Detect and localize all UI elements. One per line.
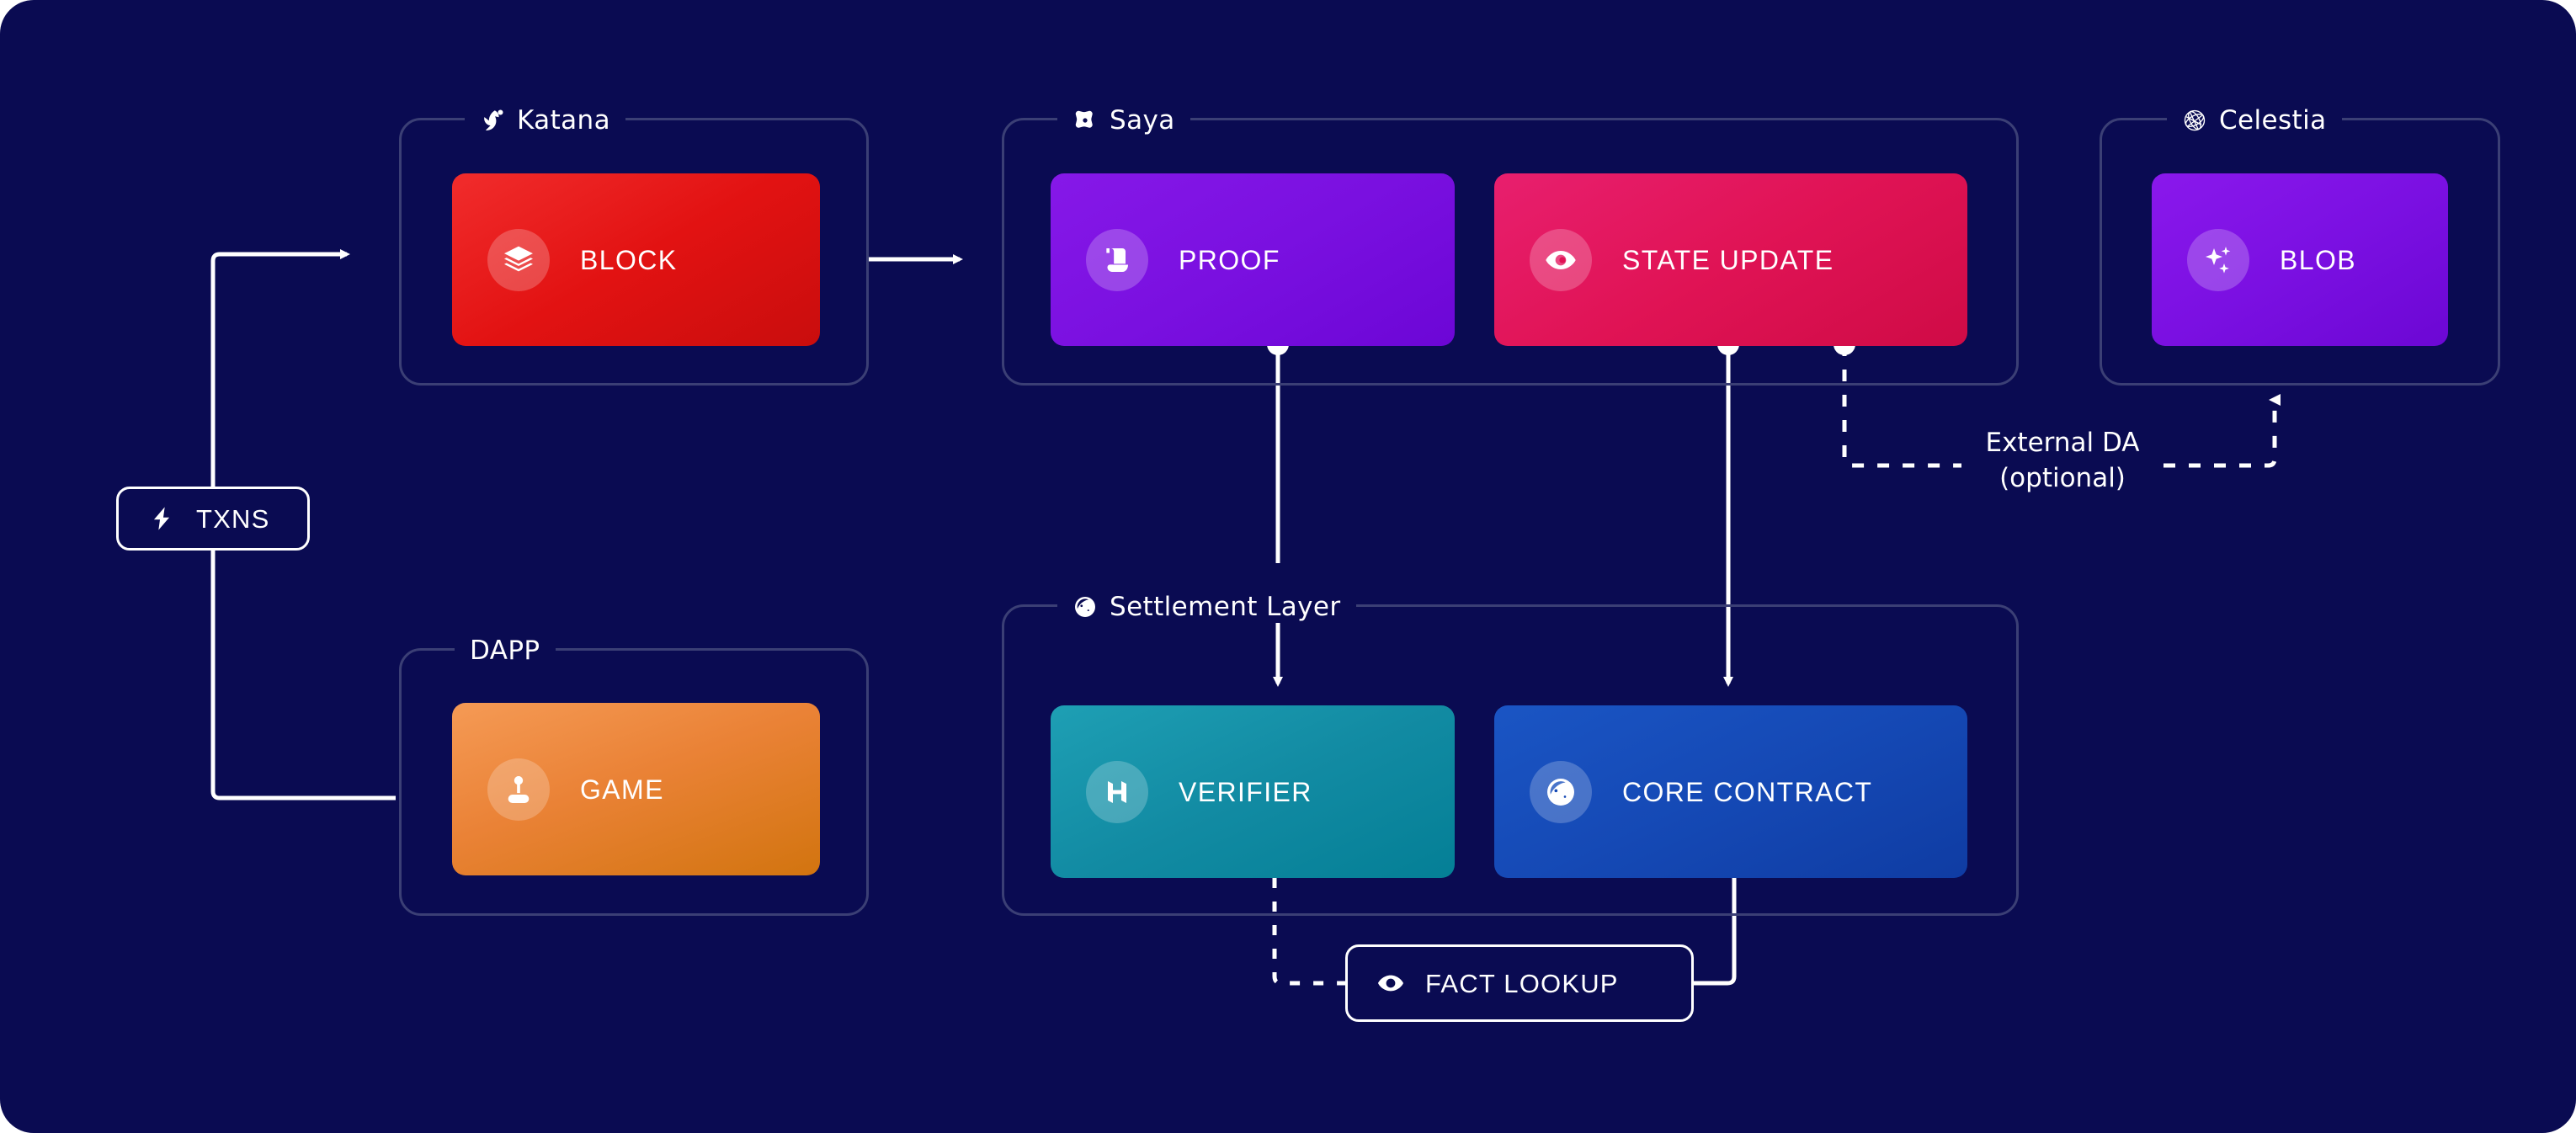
chip-label: FACT LOOKUP xyxy=(1425,968,1619,998)
card-label: GAME xyxy=(580,774,664,805)
chip-label: TXNS xyxy=(196,503,270,534)
layers-icon xyxy=(487,228,550,291)
chip-fact-lookup[interactable]: FACT LOOKUP xyxy=(1345,944,1694,1022)
starknet-logo-icon xyxy=(1530,760,1592,823)
card-verifier[interactable]: VERIFIER xyxy=(1051,705,1455,878)
group-label-settlement: Settlement Layer xyxy=(1057,593,1356,621)
group-label-text: Saya xyxy=(1110,104,1175,136)
eye-icon xyxy=(1376,969,1405,997)
card-label: PROOF xyxy=(1179,244,1280,275)
card-label: BLOB xyxy=(2280,244,2356,275)
group-frame-katana xyxy=(399,118,869,386)
card-label: CORE CONTRACT xyxy=(1622,776,1873,807)
group-label-text: Katana xyxy=(517,104,610,136)
card-block[interactable]: BLOCK xyxy=(452,173,820,346)
sparkles-icon xyxy=(2187,228,2249,291)
annotation-external-da: External DA (optional) xyxy=(1961,426,2164,497)
group-label-text: Celestia xyxy=(2219,104,2327,136)
card-state-update[interactable]: STATE UPDATE xyxy=(1494,173,1967,346)
group-frame-saya xyxy=(1002,118,2019,386)
group-label-dapp: DAPP xyxy=(455,636,556,665)
scroll-icon xyxy=(1086,228,1148,291)
herodotus-h-icon xyxy=(1086,760,1148,823)
card-label: STATE UPDATE xyxy=(1622,244,1834,275)
card-proof[interactable]: PROOF xyxy=(1051,173,1455,346)
celestia-globe-icon xyxy=(2182,108,2207,133)
starknet-logo-icon xyxy=(1072,594,1098,620)
group-label-text: Settlement Layer xyxy=(1110,591,1341,622)
katana-logo-icon xyxy=(480,108,505,133)
card-blob[interactable]: BLOB xyxy=(2152,173,2448,346)
lightning-bolt-icon xyxy=(147,504,176,533)
annotation-line-2: (optional) xyxy=(1999,462,2126,493)
group-frame-settlement xyxy=(1002,604,2019,916)
group-label-saya: Saya xyxy=(1057,106,1190,135)
card-core-contract[interactable]: CORE CONTRACT xyxy=(1494,705,1967,878)
chip-txns[interactable]: TXNS xyxy=(116,487,310,551)
group-frame-dapp xyxy=(399,648,869,916)
card-game[interactable]: GAME xyxy=(452,703,820,875)
group-label-celestia: Celestia xyxy=(2167,106,2342,135)
joystick-icon xyxy=(487,758,550,821)
card-label: VERIFIER xyxy=(1179,776,1312,807)
group-label-text: DAPP xyxy=(470,635,540,666)
saya-logo-icon xyxy=(1072,108,1098,133)
annotation-line-1: External DA xyxy=(1985,428,2140,458)
group-label-katana: Katana xyxy=(465,106,625,135)
card-label: BLOCK xyxy=(580,244,678,275)
eye-icon xyxy=(1530,228,1592,291)
